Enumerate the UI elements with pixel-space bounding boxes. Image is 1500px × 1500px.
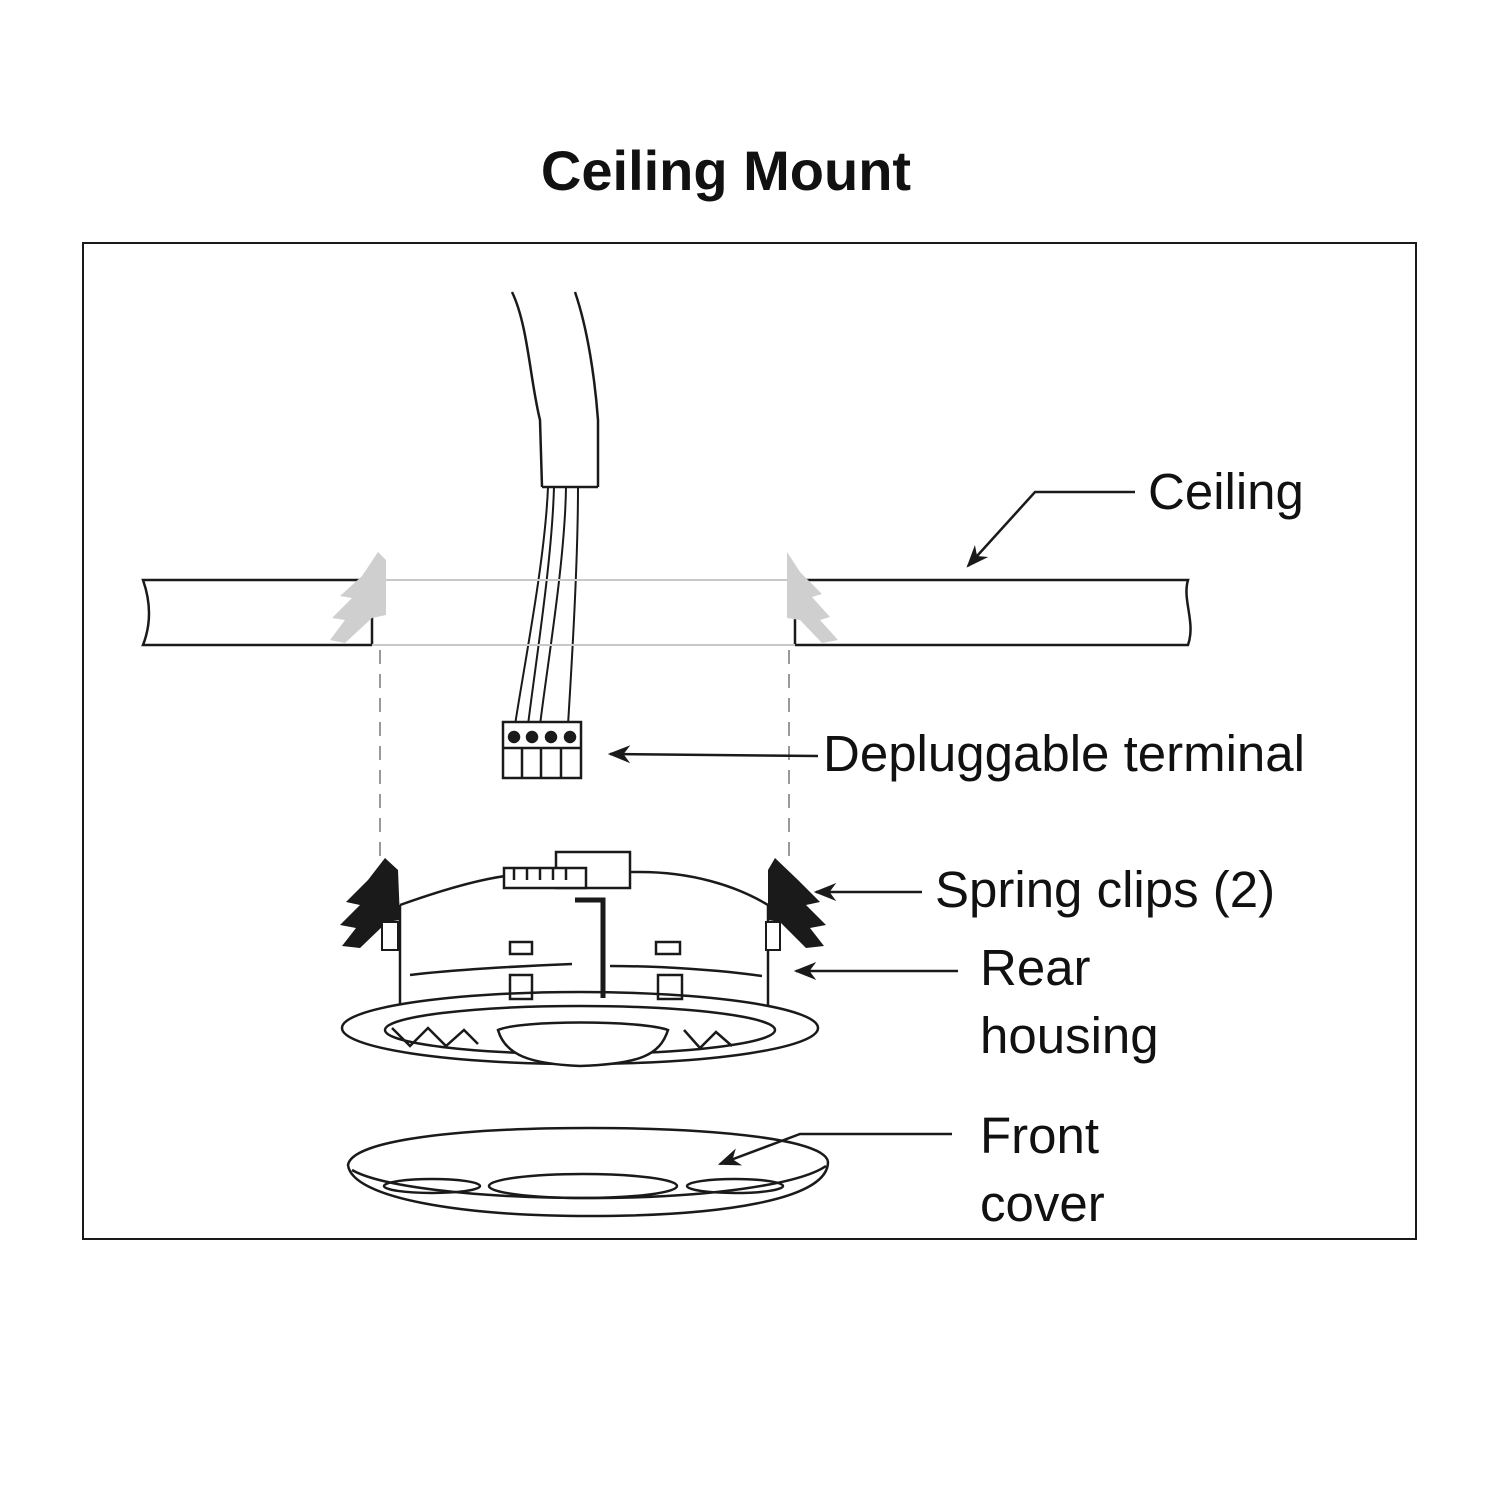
opening-guide bbox=[372, 579, 795, 646]
spring-clip-icon bbox=[340, 858, 826, 951]
label-spring-clips: Spring clips (2) bbox=[935, 861, 1276, 918]
label-front-cover-line2: cover bbox=[980, 1175, 1105, 1232]
wires-icon bbox=[514, 486, 579, 726]
diagram-title: Ceiling Mount bbox=[540, 139, 912, 202]
label-rear-housing-line2: housing bbox=[980, 1007, 1159, 1064]
rear-housing-icon bbox=[340, 850, 820, 1068]
cable-icon bbox=[510, 291, 600, 489]
terminal-block-icon bbox=[501, 720, 583, 780]
diagram-frame bbox=[82, 242, 1417, 1240]
label-rear-housing-line1: Rear bbox=[980, 939, 1091, 996]
spring-clip-ghost-icon bbox=[330, 552, 838, 643]
label-ceiling: Ceiling bbox=[1148, 463, 1304, 520]
label-front-cover: Front cover bbox=[980, 1102, 1105, 1238]
front-cover-icon bbox=[346, 1126, 830, 1218]
ceiling-panel-icon bbox=[141, 578, 1192, 647]
label-depluggable-terminal: Depluggable terminal bbox=[823, 725, 1305, 782]
label-front-cover-line1: Front bbox=[980, 1107, 1100, 1164]
arrow-icon bbox=[607, 490, 1135, 1166]
label-rear-housing: Rear housing bbox=[980, 934, 1159, 1070]
